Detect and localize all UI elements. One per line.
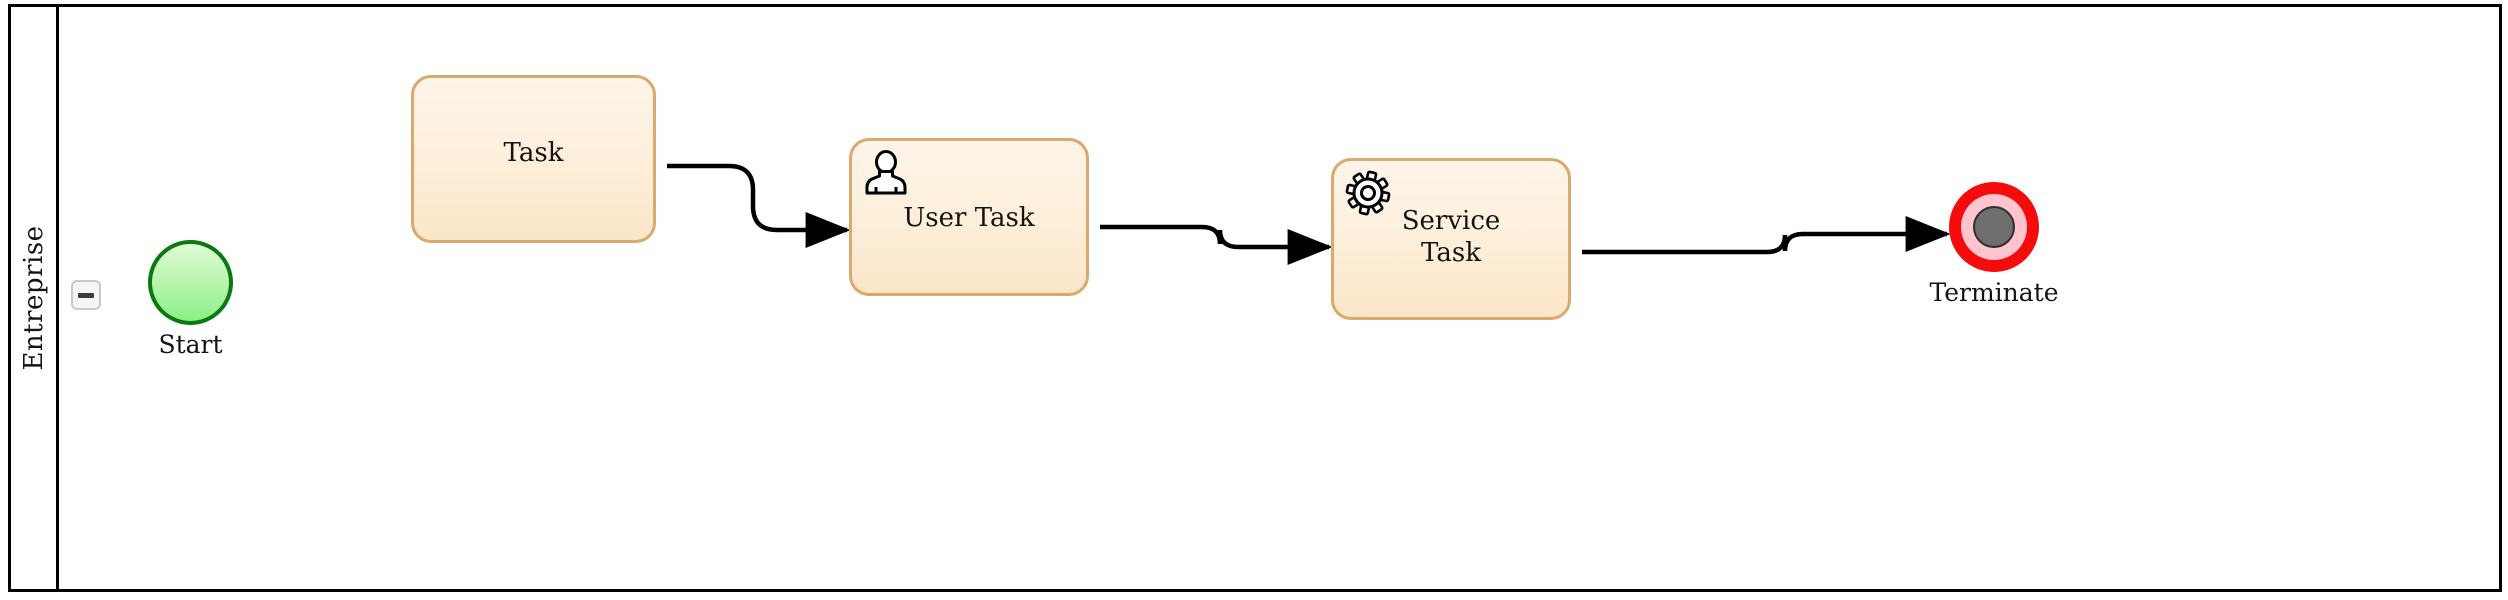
terminate-end-event[interactable] [1949,182,2039,272]
collapse-lane-button[interactable] [71,280,101,310]
service-task-label: Service Task [1401,206,1501,268]
start-event[interactable] [148,240,233,325]
minus-icon [78,293,94,298]
pool-entreprise[interactable]: Entreprise [8,4,2502,592]
lane-header: Entreprise [11,7,59,589]
service-task-node[interactable]: Service Task [1331,158,1571,320]
sequence-flow-service-to-end [1582,216,1951,255]
lane-title: Entreprise [18,225,49,371]
task-node[interactable]: Task [411,75,656,243]
user-task-node[interactable]: User Task [849,138,1089,296]
start-event-label: Start [158,330,223,359]
sequence-flow-layer [667,163,1951,265]
user-task-label: User Task [903,203,1035,233]
terminate-icon [1973,206,2015,248]
user-icon [865,150,907,195]
sequence-flow-user-to-service [1100,224,1333,265]
sequence-flow-task-to-user [667,163,851,248]
gear-icon [1345,170,1391,216]
terminate-event-label: Terminate [1929,278,2059,307]
task-label: Task [503,138,564,168]
